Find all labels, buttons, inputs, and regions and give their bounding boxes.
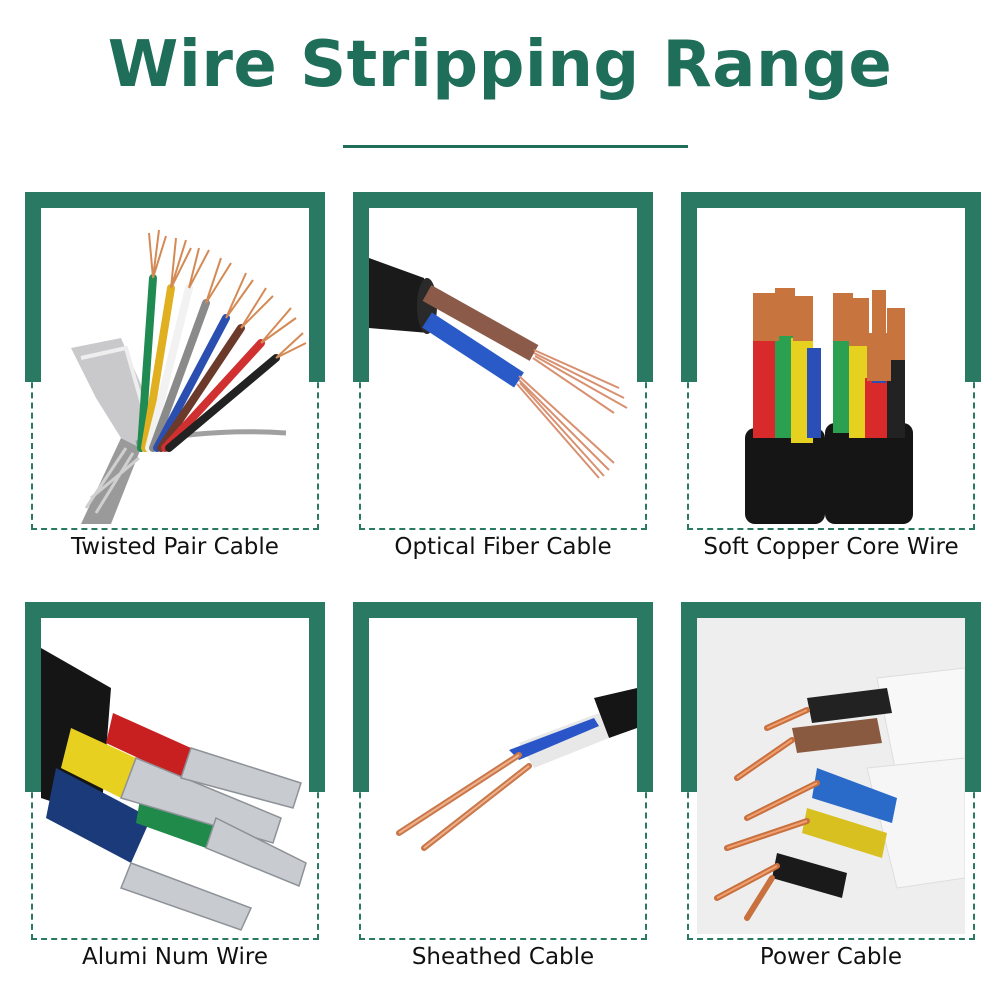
- card-dashed-border: [359, 772, 647, 940]
- card-power-cable: Power Cable: [681, 602, 981, 970]
- card-caption: Soft Copper Core Wire: [703, 534, 959, 560]
- card-frame: [25, 602, 325, 792]
- card-frame: [681, 602, 981, 792]
- card-soft-copper-core-wire: Soft Copper Core Wire: [681, 192, 981, 560]
- card-caption: Twisted Pair Cable: [71, 534, 279, 560]
- card-caption: Power Cable: [759, 944, 903, 970]
- soft-copper-core-wire-illustration: [745, 288, 913, 524]
- card-dashed-border: [687, 362, 975, 530]
- card-caption: Alumi Num Wire: [81, 944, 269, 970]
- optical-fiber-cable-illustration: [369, 258, 628, 479]
- title-divider: [343, 145, 688, 148]
- power-cable-illustration: [697, 618, 965, 934]
- optical-fiber-cable-image: [369, 208, 637, 524]
- card-dashed-border: [687, 772, 975, 940]
- twisted-pair-cable-illustration: [71, 229, 307, 524]
- power-cable-image: [697, 618, 965, 934]
- card-caption: Optical Fiber Cable: [394, 534, 612, 560]
- card-aluminum-wire: Alumi Num Wire: [25, 602, 325, 970]
- card-frame: [25, 192, 325, 382]
- page-title: Wire Stripping Range: [107, 28, 893, 102]
- aluminum-wire-illustration: [41, 648, 307, 931]
- sheathed-cable-illustration: [396, 688, 637, 851]
- soft-copper-core-wire-image: [697, 208, 965, 524]
- card-caption: Sheathed Cable: [411, 944, 595, 970]
- card-frame: [353, 192, 653, 382]
- card-frame: [681, 192, 981, 382]
- card-dashed-border: [31, 362, 319, 530]
- twisted-pair-cable-image: [41, 208, 309, 524]
- card-dashed-border: [31, 772, 319, 940]
- card-sheathed-cable: Sheathed Cable: [353, 602, 653, 970]
- card-frame: [353, 602, 653, 792]
- card-dashed-border: [359, 362, 647, 530]
- aluminum-wire-image: [41, 618, 309, 934]
- sheathed-cable-image: [369, 618, 637, 934]
- card-optical-fiber-cable: Optical Fiber Cable: [353, 192, 653, 560]
- card-twisted-pair-cable: Twisted Pair Cable: [25, 192, 325, 560]
